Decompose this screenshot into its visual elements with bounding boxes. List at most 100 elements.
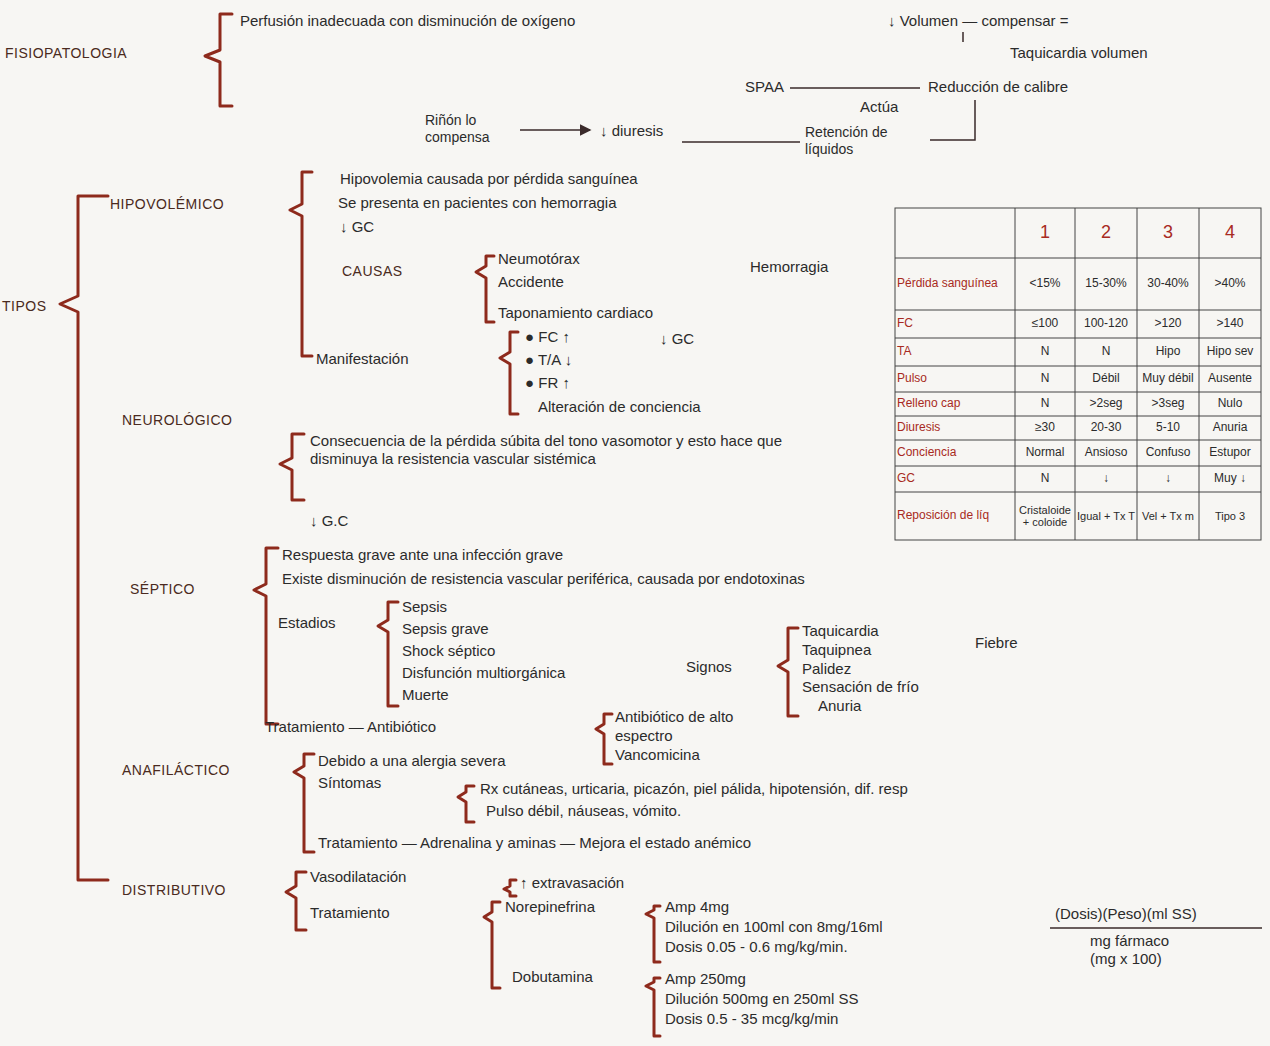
table-cell: <15% <box>1015 258 1075 310</box>
note-text: ↓ diuresis <box>600 122 663 140</box>
bracket <box>60 196 108 880</box>
table-cell: ≤100 <box>1015 310 1075 338</box>
table-cell: N <box>1015 366 1075 392</box>
note-text: ● T/A ↓ <box>525 351 572 369</box>
note-text: Dobutamina <box>512 968 593 986</box>
note-text: ↑ extravasación <box>520 874 624 892</box>
bracket <box>646 978 660 1036</box>
note-text: Sensación de frío <box>802 678 919 696</box>
table-cell: 5-10 <box>1137 416 1199 440</box>
leader-line <box>930 100 975 140</box>
note-text: Debido a una alergia severa <box>318 752 506 770</box>
note-text: Taquicardia <box>802 622 879 640</box>
table-cell: Cristaloide + coloide <box>1015 492 1075 540</box>
table-cell: Muy ↓ <box>1199 466 1261 492</box>
note-text: Tratamiento — Adrenalina y aminas — Mejo… <box>318 834 751 852</box>
table-grid <box>895 208 1261 540</box>
note-text: Existe disminución de resistencia vascul… <box>282 570 805 588</box>
table-cell: >3seg <box>1137 392 1199 416</box>
table-cell: Igual + Tx T <box>1075 492 1137 540</box>
table-row-header: Pérdida sanguínea <box>895 258 1015 310</box>
bracket <box>205 14 232 106</box>
table-row-header: Diuresis <box>895 416 1015 440</box>
table-cell: Tipo 3 <box>1199 492 1261 540</box>
table-cell: Muy débil <box>1137 366 1199 392</box>
table-cell: N <box>1075 338 1137 366</box>
leader-line <box>962 32 964 42</box>
table-row-header: Pulso <box>895 366 1015 392</box>
table-cell: Vel + Tx m <box>1137 492 1199 540</box>
bracket <box>476 256 494 322</box>
note-text: ↓ GC <box>660 330 694 348</box>
branch-heading: ANAFILÁCTICO <box>122 762 230 779</box>
note-text: Anuria <box>818 697 861 715</box>
table-row-header: GC <box>895 466 1015 492</box>
branch-heading: HIPOVOLÉMICO <box>110 196 224 213</box>
table-cell: Confuso <box>1137 440 1199 466</box>
table-cell: N <box>1015 338 1075 366</box>
fraction-line <box>1050 927 1262 929</box>
note-text: SPAA <box>745 78 784 96</box>
note-text: Actúa <box>860 98 898 116</box>
note-text: (Dosis)(Peso)(ml SS) <box>1055 905 1197 923</box>
bracket <box>458 786 474 822</box>
branch-heading: CAUSAS <box>342 263 403 280</box>
table-cell: ↓ <box>1075 466 1137 492</box>
note-text: Dilución 500mg en 250ml SS <box>665 990 858 1008</box>
table-cell: 20-30 <box>1075 416 1137 440</box>
branch-heading: NEUROLÓGICO <box>122 412 233 429</box>
note-text: Respuesta grave ante una infección grave <box>282 546 563 564</box>
bracket <box>504 880 516 896</box>
table-cell: Débil <box>1075 366 1137 392</box>
note-text: Consecuencia de la pérdida súbita del to… <box>310 432 790 468</box>
table-cell: N <box>1015 466 1075 492</box>
note-text: Dilución en 100ml con 8mg/16ml <box>665 918 883 936</box>
note-text: Norepinefrina <box>505 898 595 916</box>
note-text: Vasodilatación <box>310 868 406 886</box>
table-column-header: 1 <box>1015 208 1075 258</box>
note-text: Shock séptico <box>402 642 495 660</box>
table-cell: Nulo <box>1199 392 1261 416</box>
table-cell: Hipo sev <box>1199 338 1261 366</box>
leader-line <box>790 87 920 89</box>
note-text: Fiebre <box>975 634 1018 652</box>
bracket <box>596 714 612 764</box>
table-cell: Ansioso <box>1075 440 1137 466</box>
note-text: Accidente <box>498 273 564 291</box>
table-cell: 15-30% <box>1075 258 1137 310</box>
table-cell: >40% <box>1199 258 1261 310</box>
note-text: Alteración de conciencia <box>538 398 701 416</box>
note-text: Retención de líquidos <box>805 124 925 158</box>
branch-heading: FISIOPATOLOGIA <box>5 45 127 62</box>
table-cell: 100-120 <box>1075 310 1137 338</box>
note-text: Riñón lo compensa <box>425 112 520 146</box>
table-cell: ≥30 <box>1015 416 1075 440</box>
note-text: Manifestación <box>316 350 409 368</box>
table-row-header: Reposición de líq <box>895 492 1015 540</box>
table-cell: Normal <box>1015 440 1075 466</box>
note-text: Pulso débil, náuseas, vómito. <box>486 802 681 820</box>
note-text: Tratamiento — Antibiótico <box>265 718 436 736</box>
note-text: Palidez <box>802 660 851 678</box>
note-text: Signos <box>686 658 732 676</box>
table-row-header: TA <box>895 338 1015 366</box>
table-column-header: 3 <box>1137 208 1199 258</box>
note-text: Antibiótico de alto <box>615 708 733 726</box>
branch-heading: SÉPTICO <box>130 581 195 598</box>
table-row-header: Conciencia <box>895 440 1015 466</box>
arrow-line <box>520 129 590 131</box>
note-text: Disfunción multiorgánica <box>402 664 565 682</box>
table-column-header: 2 <box>1075 208 1137 258</box>
table-cell: >140 <box>1199 310 1261 338</box>
note-text: Reducción de calibre <box>928 78 1068 96</box>
note-text: Taponamiento cardiaco <box>498 304 653 322</box>
note-text: Sepsis grave <box>402 620 489 638</box>
table-row-header: FC <box>895 310 1015 338</box>
table-cell: Hipo <box>1137 338 1199 366</box>
bracket <box>378 602 398 706</box>
note-text: mg fármaco <box>1090 932 1169 950</box>
bracket <box>286 872 306 930</box>
table-cell: Anuria <box>1199 416 1261 440</box>
note-text: ↓ GC <box>340 218 374 236</box>
bracket <box>500 332 518 414</box>
